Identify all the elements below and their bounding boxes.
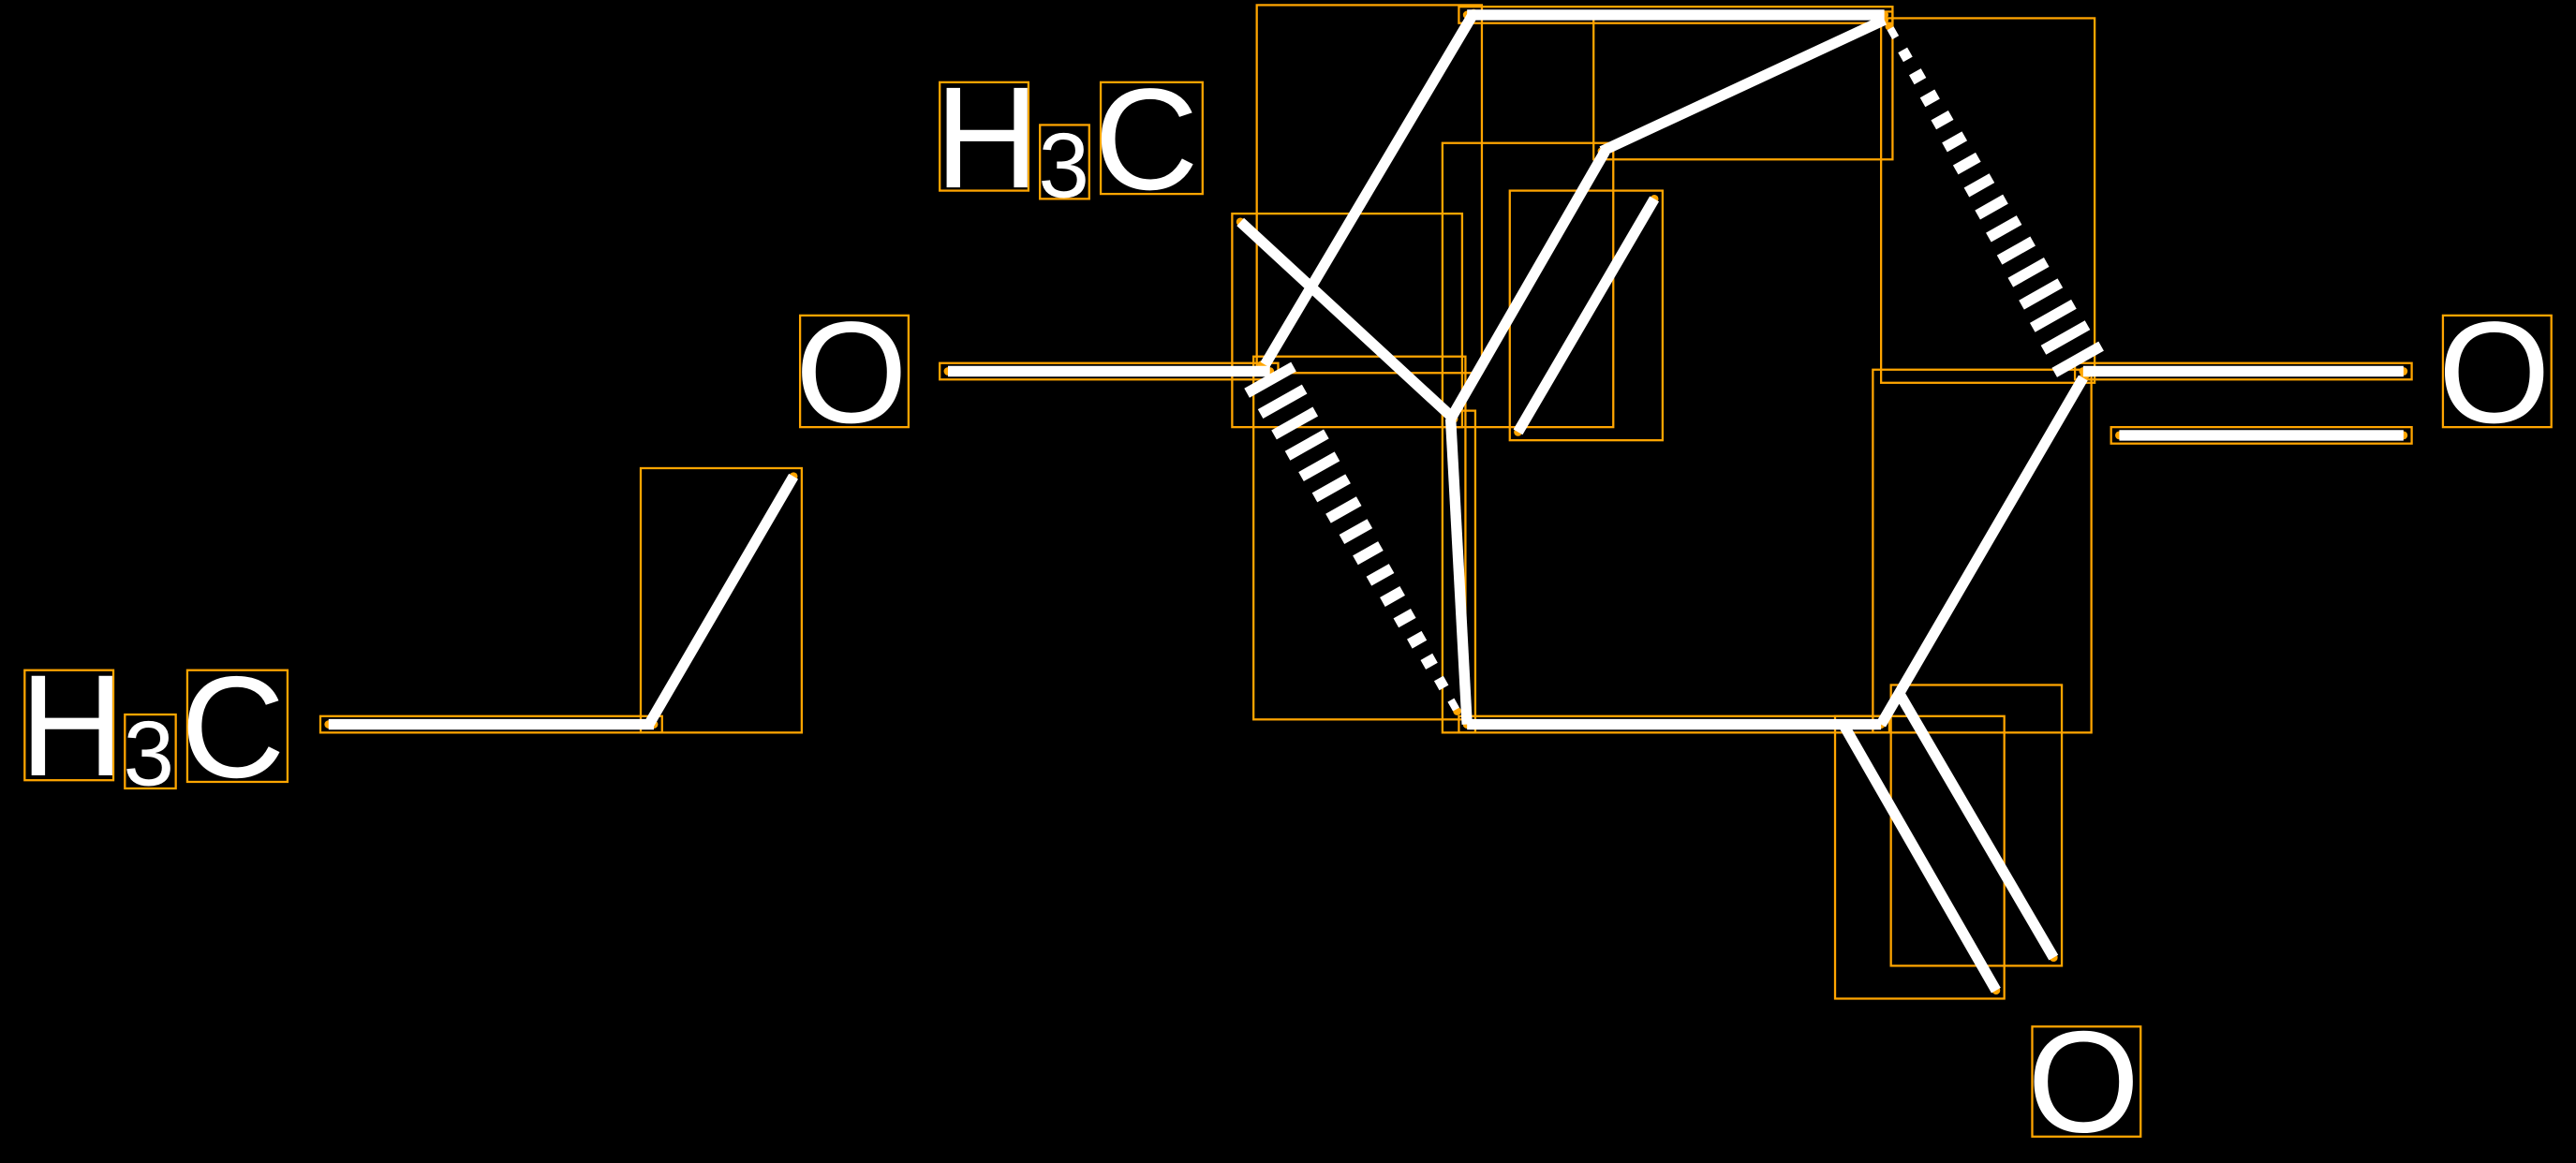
hash-stroke [1447, 698, 1460, 712]
atom-c: C [1094, 58, 1198, 220]
single-bond [1236, 217, 1458, 423]
single-bond [1445, 148, 1610, 422]
hash-stroke [1898, 47, 1913, 63]
single-bond [1599, 15, 1888, 156]
oxygen-bottom-label: O [2027, 1001, 2142, 1163]
bond-bounding-box [1879, 17, 2096, 384]
oxygen-right-label: O [2438, 291, 2553, 453]
bond-bounding-box [1833, 714, 2006, 1000]
bond-bounding-box [1872, 368, 2093, 734]
oxygen-ester-label: O [795, 291, 910, 453]
hash-stroke [2040, 320, 2091, 355]
hash-stroke [1407, 630, 1428, 649]
hash-stroke [1919, 89, 1940, 108]
bond-bounding-box [2110, 426, 2413, 445]
bonds [328, 9, 2404, 994]
atom-h: H [935, 56, 1039, 218]
atom-o: O [795, 291, 908, 453]
bond-bounding-box [1458, 714, 1891, 734]
hash-stroke [1996, 236, 2036, 265]
bond-bounding-box [2073, 361, 2413, 381]
hash-stroke [1975, 194, 2008, 220]
single-bond [1513, 196, 1660, 435]
single-bond [1894, 690, 2059, 961]
single-bond [1876, 375, 2088, 728]
hash-stroke [1284, 429, 1329, 461]
bounding-boxes [318, 4, 2413, 1000]
hash-stroke [1257, 384, 1308, 420]
bond-bounding-box [318, 714, 663, 734]
hash-stroke [1931, 110, 1954, 130]
hash-stroke [1298, 451, 1340, 482]
single-bond [1838, 721, 2001, 994]
methyl-left-label: H 3 C [20, 644, 289, 808]
single-bond [1260, 10, 1479, 368]
bond-bounding-box [1255, 4, 1484, 375]
single-bond [1444, 419, 1473, 725]
bond-bounding-box [1252, 355, 1467, 721]
atom-o: O [2438, 291, 2551, 453]
hash-stroke [1433, 675, 1449, 691]
bond-bounding-box [639, 466, 804, 734]
hash-stroke [1963, 173, 1995, 198]
hash-stroke [1952, 152, 1981, 175]
hash-stroke [1986, 215, 2022, 243]
hash-stroke [1244, 361, 1296, 398]
atom-h: H [20, 644, 124, 806]
hash-stroke [2019, 278, 2064, 310]
bond-bounding-box [1231, 213, 1464, 429]
hash-stroke [1942, 131, 1968, 153]
hash-stroke [1393, 608, 1416, 628]
atom-subscript: 3 [1038, 114, 1089, 217]
hashed-wedge-bond [1887, 26, 2104, 377]
hash-stroke [1311, 474, 1351, 503]
hash-stroke [2029, 299, 2077, 332]
hash-stroke [1271, 406, 1319, 440]
hash-stroke [1366, 564, 1395, 586]
bond-bounding-box [1441, 141, 1615, 429]
hash-stroke [1339, 519, 1373, 544]
atom-subscript: 3 [124, 701, 175, 804]
hash-stroke [1325, 496, 1362, 523]
single-bond [644, 473, 799, 728]
hash-stroke [1909, 68, 1927, 85]
hash-stroke [1380, 586, 1405, 607]
hash-stroke [1353, 541, 1384, 566]
methyl-top-label: H 3 C [935, 56, 1204, 220]
hash-stroke [2007, 257, 2050, 287]
atom-o: O [2027, 1001, 2139, 1163]
hashed-wedge-bond [1244, 361, 1460, 712]
hash-stroke [2051, 341, 2104, 377]
hash-stroke [1887, 26, 1900, 40]
atom-c: C [181, 646, 285, 808]
hash-stroke [1420, 653, 1438, 670]
